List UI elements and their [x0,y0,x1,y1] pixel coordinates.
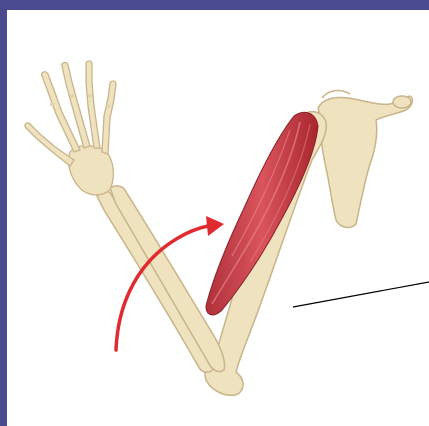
scapula [318,91,412,228]
leader-line [293,282,429,307]
hand-bones [25,61,116,195]
